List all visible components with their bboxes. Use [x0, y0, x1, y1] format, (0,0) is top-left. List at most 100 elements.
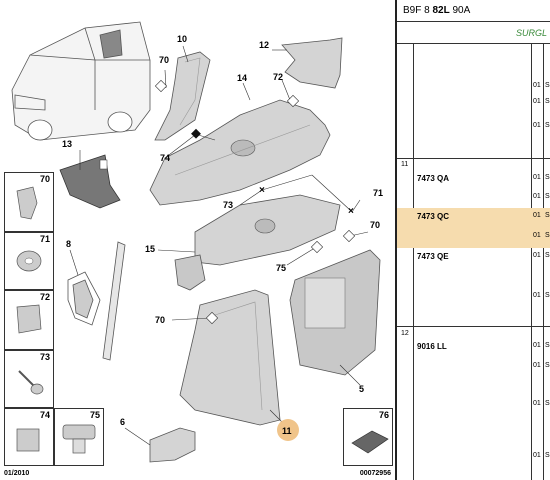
pad-icon	[351, 430, 389, 454]
plug-icon	[16, 304, 42, 334]
section-label: SURGL	[515, 28, 547, 38]
leader-lines	[69, 45, 369, 446]
callout-8: 8	[66, 239, 71, 249]
qty-cell: 01	[533, 82, 541, 89]
callout-5: 5	[359, 384, 364, 394]
desc-cell: S	[545, 292, 550, 299]
legend-item-74[interactable]: 74	[4, 408, 54, 466]
section-subheader: SURGL	[397, 22, 550, 44]
legend-num-74: 74	[39, 410, 50, 420]
callout-73: 73	[223, 200, 233, 210]
desc-cell: S	[545, 232, 550, 239]
desc-cell: S	[545, 342, 550, 349]
legend-item-70[interactable]: 70	[4, 172, 54, 232]
part-number: 7473 QE	[417, 252, 449, 261]
part-8-seatbelt[interactable]	[67, 241, 126, 361]
washer-screw-icon	[16, 250, 42, 272]
desc-cell: S	[545, 98, 550, 105]
callout-74: 74	[160, 153, 170, 163]
callout-6: 6	[120, 417, 125, 427]
part-11-lower-trim[interactable]	[179, 289, 281, 426]
screw-icon	[18, 370, 44, 395]
group-separator	[397, 158, 550, 159]
callout-14: 14	[237, 73, 247, 83]
qty-cell: 01	[533, 400, 541, 407]
desc-cell: S	[545, 82, 550, 89]
part-6-duct[interactable]	[149, 427, 196, 463]
desc-cell: S	[545, 212, 550, 219]
callout-12: 12	[259, 40, 269, 50]
legend-item-76[interactable]: 76	[343, 408, 393, 466]
qty-cell: 01	[533, 452, 541, 459]
legend-num-75: 75	[89, 410, 100, 420]
parts-table: B9F 8 82L 90A SURGL 01 S 01 S 01 S 11 74…	[397, 0, 550, 480]
desc-cell: S	[545, 252, 550, 259]
legend-item-71[interactable]: 71	[4, 232, 54, 290]
callout-labels: 70 10 12 14 72 13 74 8 73 71 15 75 70 6 …	[62, 34, 383, 441]
qty-cell: 01	[533, 174, 541, 181]
qty-cell: 01	[533, 193, 541, 200]
desc-cell: S	[545, 193, 550, 200]
group-number-11: 11	[401, 161, 409, 168]
ref-prefix: B9F 8	[403, 5, 430, 16]
push-clip-icon	[62, 424, 96, 454]
reference-header: B9F 8 82L 90A	[397, 0, 550, 22]
column-divider	[543, 44, 544, 480]
column-divider	[531, 44, 532, 480]
qty-cell: 01	[533, 232, 541, 239]
callout-11: 11	[282, 426, 292, 436]
desc-cell: S	[545, 400, 550, 407]
qty-cell: 01	[533, 292, 541, 299]
callout-11-highlight	[277, 419, 299, 441]
part-number: 7473 QC	[417, 212, 450, 221]
legend-num-72: 72	[39, 292, 50, 302]
highlighted-row-bg	[397, 208, 550, 248]
callout-15: 15	[145, 244, 155, 254]
legend-item-72[interactable]: 72	[4, 290, 54, 350]
qty-cell: 01	[533, 122, 541, 129]
part-14-quarter-trim[interactable]	[149, 99, 331, 206]
ref-bold: 82L	[432, 5, 450, 16]
callout-75: 75	[276, 263, 286, 273]
column-divider	[413, 44, 414, 480]
legend-item-73[interactable]: 73	[4, 350, 54, 408]
callout-10: 10	[177, 34, 187, 44]
qty-cell: 01	[533, 342, 541, 349]
qty-cell: 01	[533, 98, 541, 105]
group-number-12: 12	[401, 330, 409, 337]
part-12-corner-trim[interactable]	[281, 37, 343, 89]
legend-num-71: 71	[39, 234, 50, 244]
clip-nut-icon	[16, 428, 40, 452]
part-13-bracket[interactable]	[59, 154, 121, 209]
illustration-number: 00072956	[359, 470, 391, 477]
part-number: 9016 LL	[417, 342, 447, 351]
callout-13: 13	[62, 139, 72, 149]
qty-cell: 01	[533, 212, 541, 219]
legend-num-76: 76	[378, 410, 389, 420]
desc-cell: S	[545, 362, 550, 369]
desc-cell: S	[545, 452, 550, 459]
legend-num-70: 70	[39, 174, 50, 184]
callout-70-c: 70	[370, 220, 380, 230]
callout-70-a: 70	[159, 55, 169, 65]
fastener-markers: × ×	[154, 79, 356, 325]
part-10-pillar-trim[interactable]	[154, 51, 211, 141]
desc-cell: S	[545, 174, 550, 181]
legend-item-75[interactable]: 75	[54, 408, 104, 466]
clip-fastener-icon	[16, 186, 38, 220]
qty-cell: 01	[533, 252, 541, 259]
svg-text:×: ×	[259, 185, 265, 196]
svg-text:×: ×	[348, 206, 354, 217]
callout-70-b: 70	[155, 315, 165, 325]
desc-cell: S	[545, 122, 550, 129]
ref-suffix: 90A	[452, 5, 471, 16]
part-5-side-panel[interactable]	[289, 249, 381, 376]
legend-num-73: 73	[39, 352, 50, 362]
exploded-diagram: × × 70 10 12 14 72 13 74 8 73 71 15 75 7…	[4, 0, 397, 480]
part-number: 7473 QA	[417, 174, 450, 183]
diagram-canvas: × × 70 10 12 14 72 13 74 8 73 71 15 75 7…	[11, 21, 383, 463]
catalog-date: 01/2010	[4, 470, 30, 477]
part-15-floor-trim[interactable]	[174, 194, 341, 291]
qty-cell: 01	[533, 362, 541, 369]
callout-71: 71	[373, 188, 383, 198]
